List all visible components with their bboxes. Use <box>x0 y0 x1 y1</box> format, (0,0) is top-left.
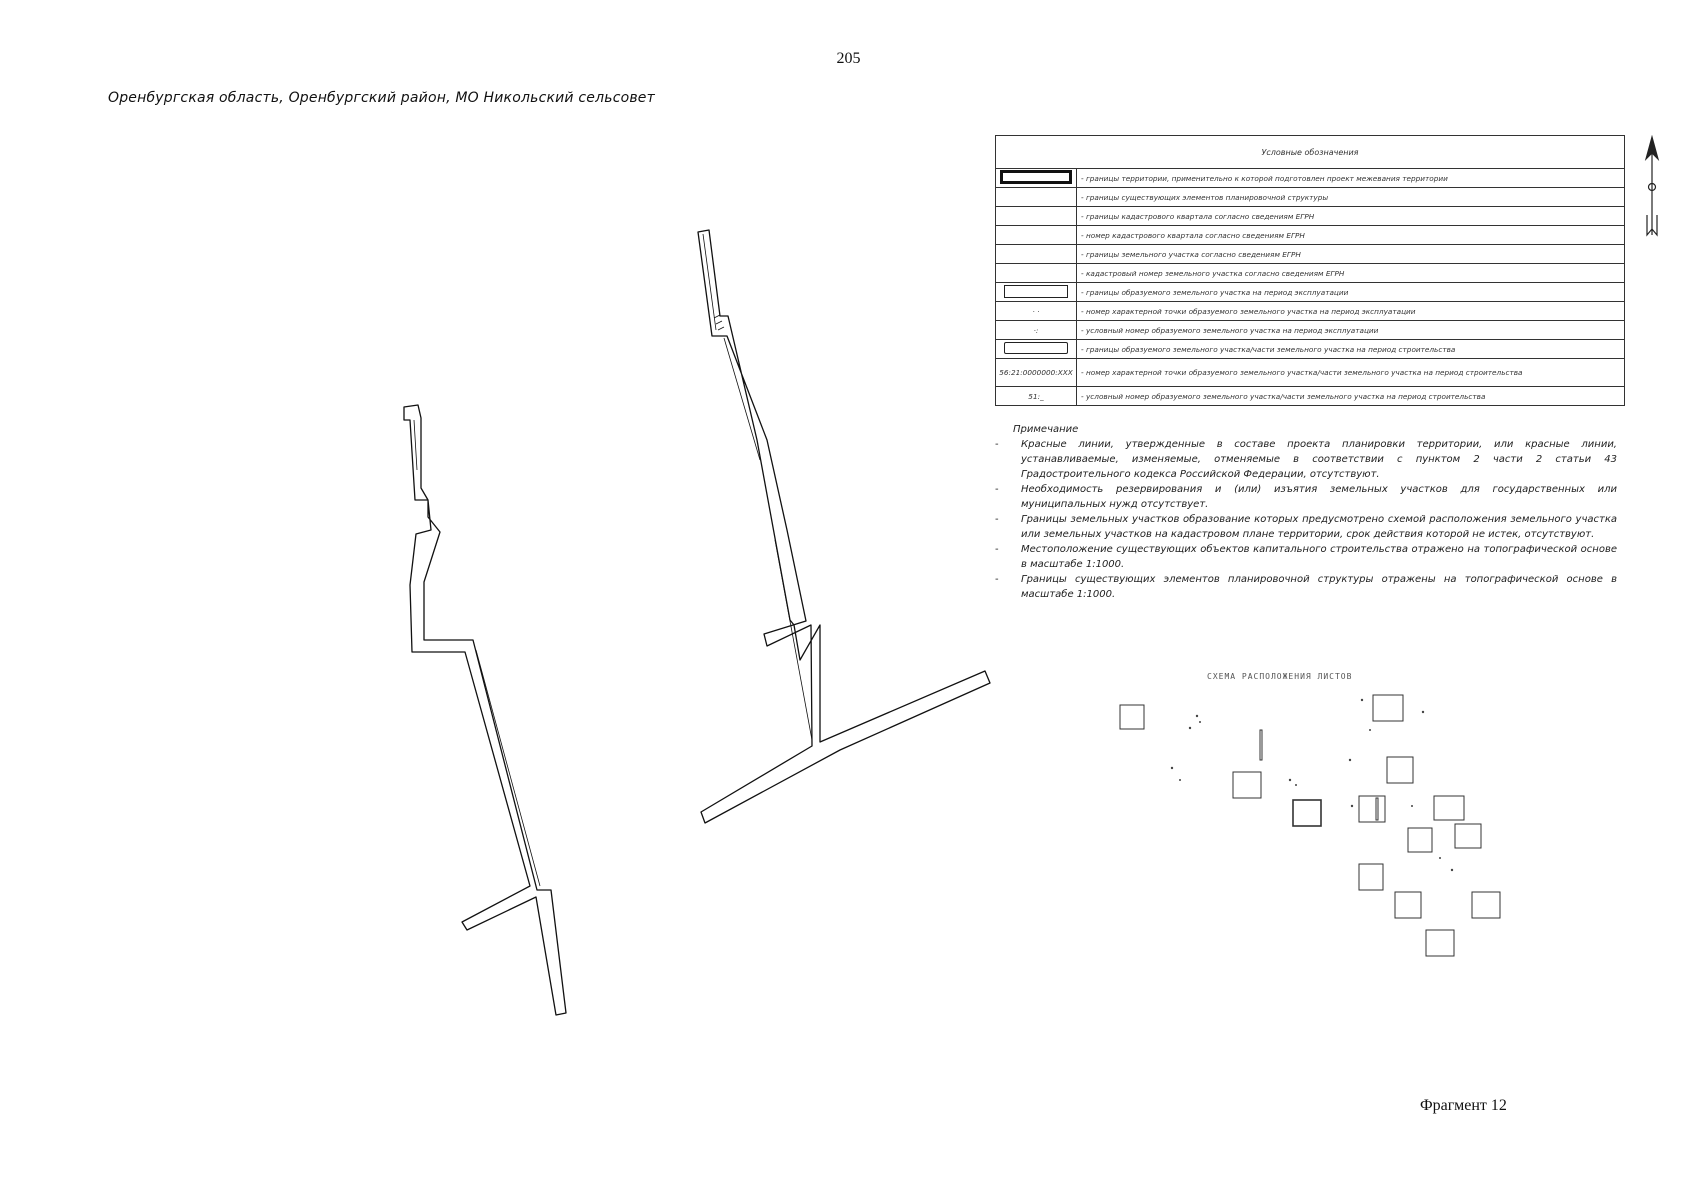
notes-block: Примечание Красные линии, утвержденные в… <box>995 424 1617 602</box>
legend-text: - границы существующих элементов планиро… <box>1076 187 1625 207</box>
legend-row: 56:21:0000000:XXX - номер характерной то… <box>995 358 1625 387</box>
note-item: Местоположение существующих объектов кап… <box>995 542 1617 572</box>
legend-text: - номер кадастрового квартала согласно с… <box>1076 225 1625 245</box>
parcel-right-hatch <box>713 314 725 331</box>
sheet-frame <box>1386 756 1414 784</box>
legend-row: - кадастровый номер земельного участка с… <box>995 263 1625 283</box>
sheet-scheme-marks <box>1170 698 1454 872</box>
legend-title: Условные обозначения <box>995 135 1625 169</box>
legend-row: - границы образуемого земельного участка… <box>995 339 1625 359</box>
note-item: Границы земельных участков образование к… <box>995 512 1617 542</box>
note-item: Красные линии, утвержденные в составе пр… <box>995 437 1617 482</box>
legend-text: - границы образуемого земельного участка… <box>1076 339 1625 359</box>
legend-row: - границы кадастрового квартала согласно… <box>995 206 1625 226</box>
legend-text: - кадастровый номер земельного участка с… <box>1076 263 1625 283</box>
legend-text: - границы территории, применительно к ко… <box>1076 168 1625 188</box>
legend-text: - номер характерной точки образуемого зе… <box>1076 301 1625 321</box>
legend-symbol-label: 51:_ <box>995 386 1077 406</box>
construction-boundary-symbol-icon <box>1004 342 1068 354</box>
page-number: 205 <box>836 50 861 67</box>
sheet-frame <box>1259 729 1263 761</box>
legend-text: - условный номер образуемого земельного … <box>1076 320 1625 340</box>
sheet-frame <box>1394 891 1422 919</box>
legend-text: - границы земельного участка согласно св… <box>1076 244 1625 264</box>
legend-row: 51:_ - условный номер образуемого земель… <box>995 386 1625 406</box>
legend-row: ·: - условный номер образуемого земельно… <box>995 320 1625 340</box>
sheet-frame <box>1372 694 1404 722</box>
legend-row: - границы территории, применительно к ко… <box>995 168 1625 188</box>
legend-table: Условные обозначения - границы территори… <box>995 135 1625 406</box>
notes-list: Красные линии, утвержденные в составе пр… <box>995 437 1617 602</box>
thick-boundary-symbol-icon <box>1000 170 1072 184</box>
sheet-frame <box>1454 823 1482 849</box>
sheet-scheme <box>1119 694 1501 957</box>
legend-row: - границы земельного участка согласно св… <box>995 244 1625 264</box>
sheet-frame <box>1425 929 1455 957</box>
fragment-label: Фрагмент 12 <box>1420 1097 1507 1114</box>
north-arrow-icon <box>1644 135 1660 237</box>
legend-row: · · - номер характерной точки образуемог… <box>995 301 1625 321</box>
legend-text: - номер характерной точки образуемого зе… <box>1076 358 1625 387</box>
legend-text: - условный номер образуемого земельного … <box>1076 386 1625 406</box>
sheet-frame <box>1471 891 1501 919</box>
legend-text: - границы образуемого земельного участка… <box>1076 282 1625 302</box>
sheet-frame <box>1358 795 1386 823</box>
legend-symbol <box>995 339 1077 359</box>
legend-symbol <box>995 187 1077 207</box>
legend-symbol <box>995 168 1077 188</box>
legend-symbol <box>995 206 1077 226</box>
legend-row: - номер кадастрового квартала согласно с… <box>995 225 1625 245</box>
legend-symbol <box>995 282 1077 302</box>
legend-symbol <box>995 244 1077 264</box>
sheet-frame <box>1232 771 1262 799</box>
note-item: Границы существующих элементов планирово… <box>995 572 1617 602</box>
parcel-right-road <box>697 229 991 824</box>
region-title: Оренбургская область, Оренбургский район… <box>108 90 655 106</box>
parcel-left-road <box>403 404 567 1016</box>
sheet-frame <box>1292 799 1322 827</box>
notes-title: Примечание <box>1013 424 1079 435</box>
legend-row: - границы существующих элементов планиро… <box>995 187 1625 207</box>
sheet-frame <box>1433 795 1465 821</box>
legend-symbol-label: ·: <box>995 320 1077 340</box>
parcel-right-inner-line <box>702 233 813 741</box>
legend-symbol <box>995 225 1077 245</box>
thin-boundary-symbol-icon <box>1004 284 1068 298</box>
note-item: Необходимость резервирования и (или) изъ… <box>995 482 1617 512</box>
sheet-frame <box>1375 797 1379 821</box>
legend-symbol <box>995 263 1077 283</box>
sheet-frame <box>1407 827 1433 853</box>
legend-symbol-label: · · <box>995 301 1077 321</box>
legend-symbol-label: 56:21:0000000:XXX <box>995 358 1077 387</box>
sheet-scheme-title: СХЕМА РАСПОЛОЖЕНИЯ ЛИСТОВ <box>1207 672 1353 681</box>
legend-text: - границы кадастрового квартала согласно… <box>1076 206 1625 226</box>
sheet-frame <box>1358 863 1384 891</box>
legend-row: - границы образуемого земельного участка… <box>995 282 1625 302</box>
sheet-frame <box>1119 704 1145 730</box>
parcel-left-inner-line <box>413 419 541 887</box>
